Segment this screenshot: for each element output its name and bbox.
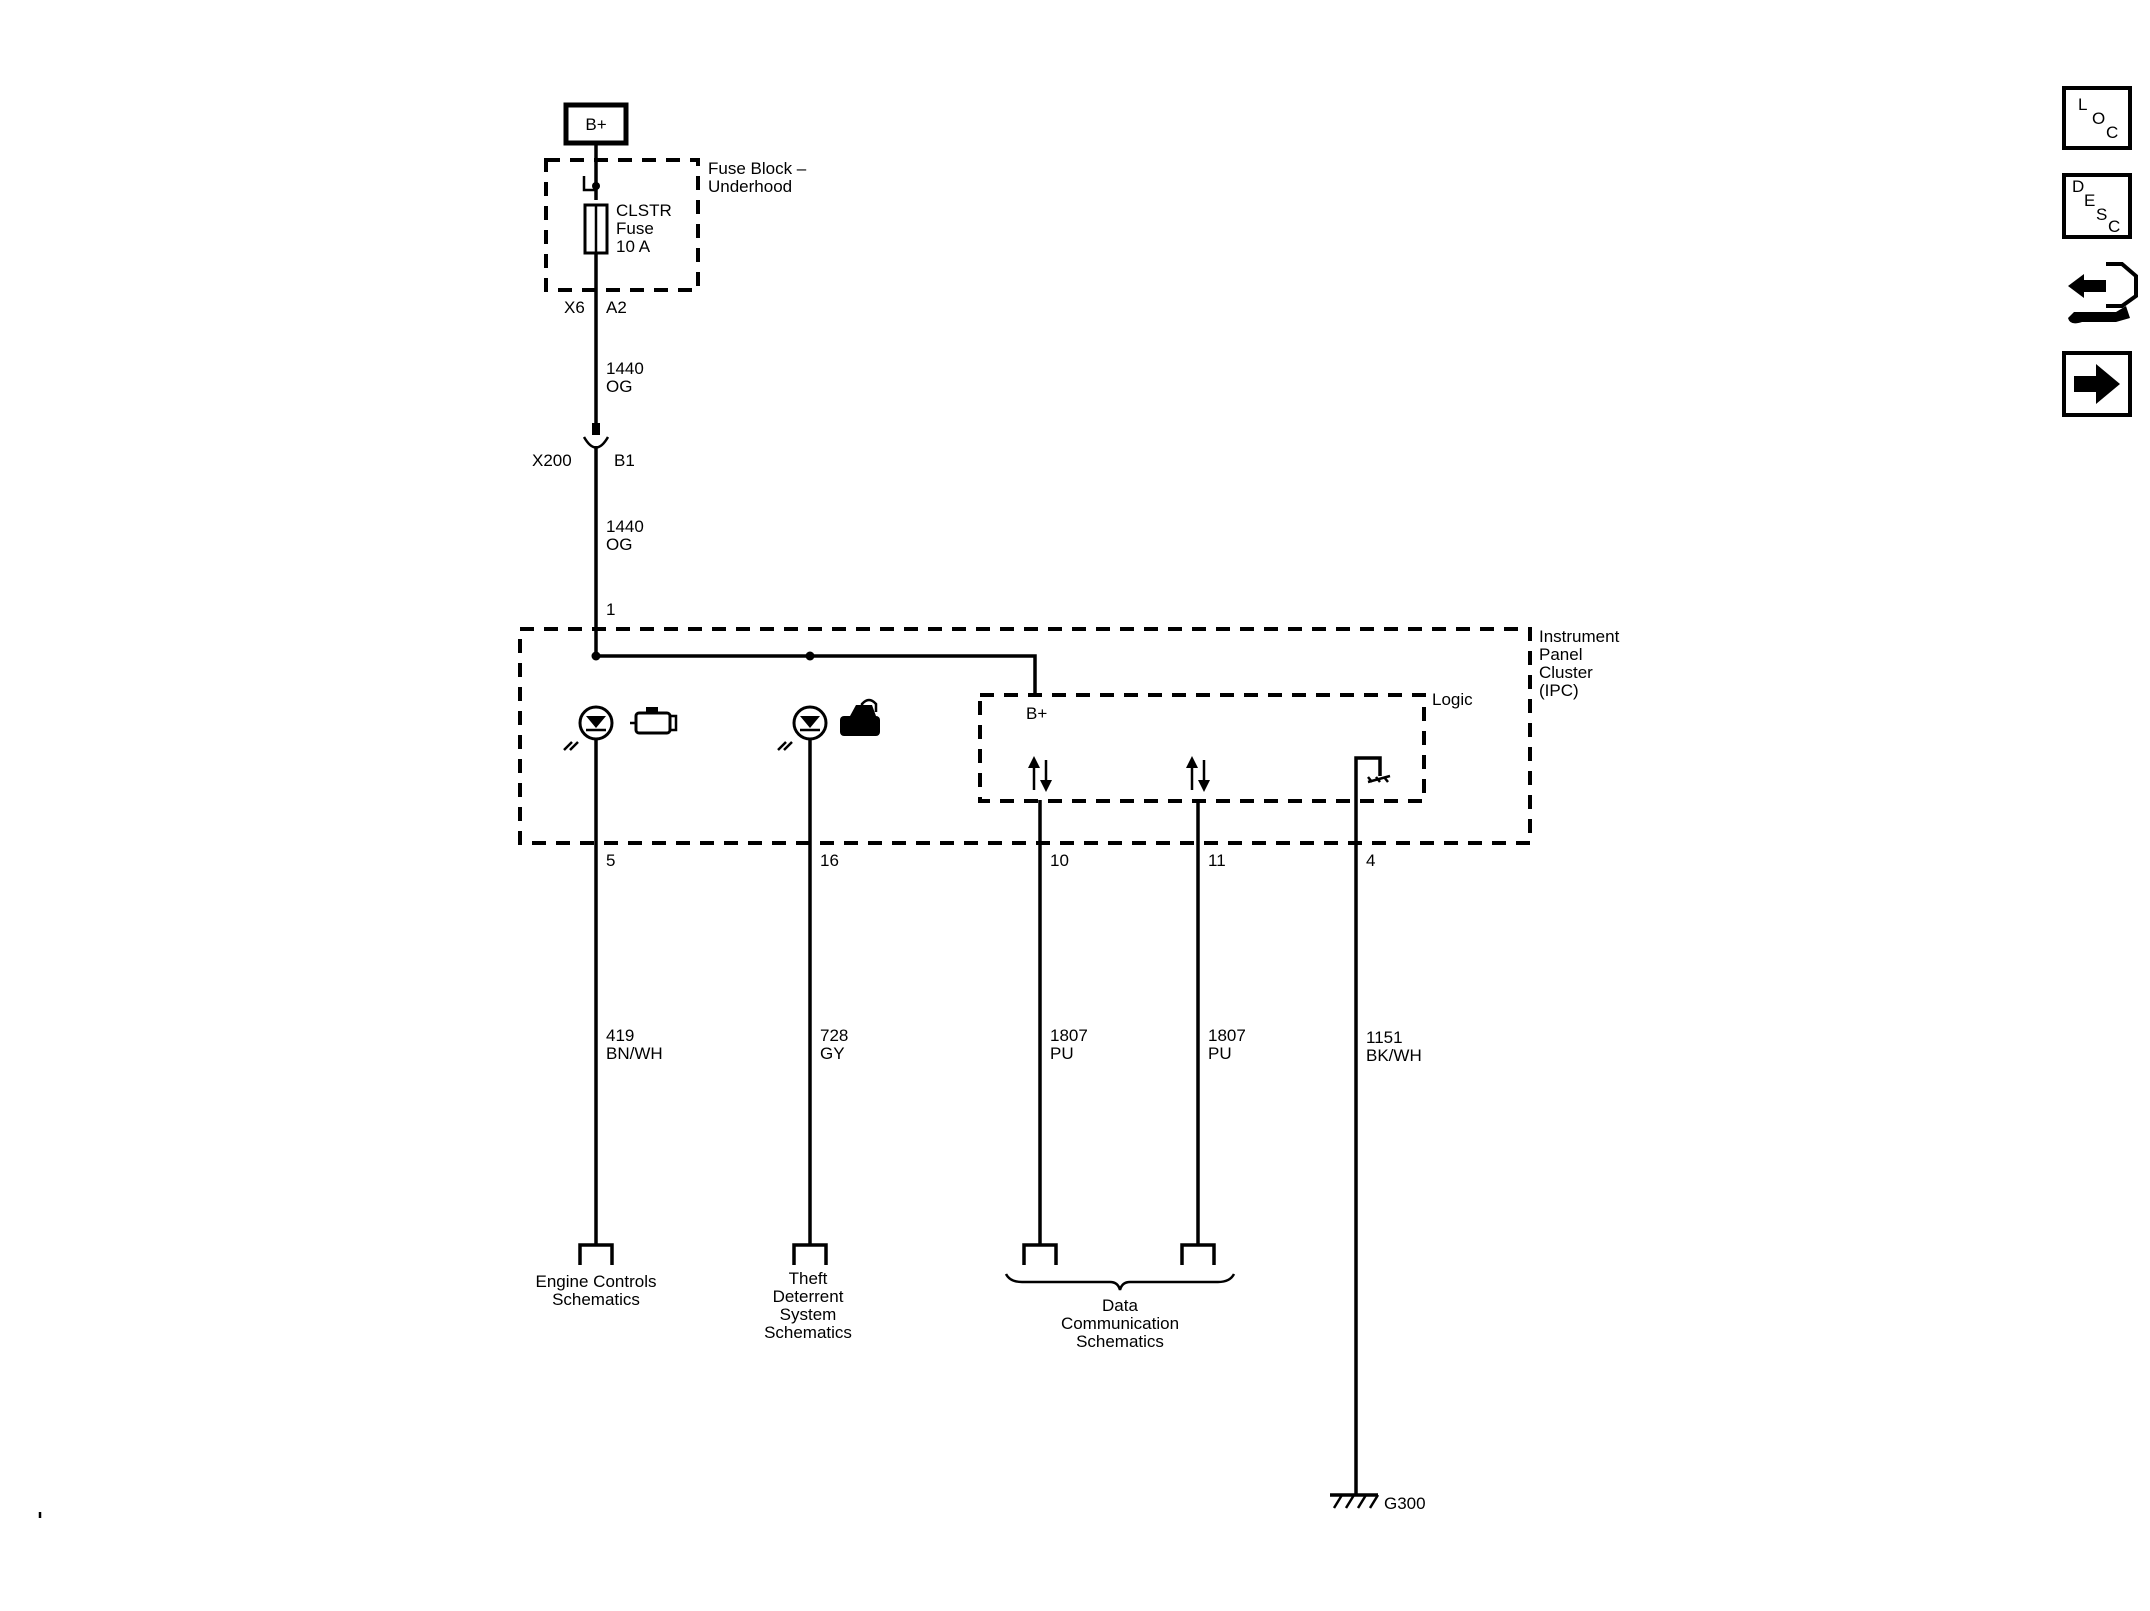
wire-1807a-circuit: 1807 xyxy=(1050,1026,1088,1045)
loc-icon: L O C xyxy=(2078,95,2118,142)
dest-data-3: Schematics xyxy=(1076,1332,1164,1351)
malfunction-indicator-lamp xyxy=(563,705,678,751)
wire-419-circuit: 419 xyxy=(606,1026,634,1045)
fuse-type: Fuse xyxy=(616,219,654,238)
power-source: B+ xyxy=(563,102,629,146)
dest-theft-3: System xyxy=(780,1305,837,1324)
pin-16: 16 xyxy=(820,851,839,870)
fuse-connector: X6 xyxy=(564,298,585,317)
dest-engine-2: Schematics xyxy=(552,1290,640,1309)
bidirectional-arrow-icon xyxy=(1186,756,1210,792)
power-label: B+ xyxy=(585,115,606,134)
dest-theft-4: Schematics xyxy=(764,1323,852,1342)
internal-ground-icon xyxy=(1354,756,1391,843)
logic-bplus: B+ xyxy=(1026,704,1047,723)
pin-5: 5 xyxy=(606,851,615,870)
inline-connector-pin: B1 xyxy=(614,451,635,470)
ipc-title-4: (IPC) xyxy=(1539,681,1579,700)
connector-tools-button[interactable] xyxy=(2068,262,2138,324)
wire-419-color: BN/WH xyxy=(606,1044,663,1063)
wire-1807b-circuit: 1807 xyxy=(1208,1026,1246,1045)
instrument-panel-cluster: Instrument Panel Cluster (IPC) Logic B+ xyxy=(518,627,1620,845)
vehicle-lock-icon xyxy=(840,698,880,736)
dest-data-2: Communication xyxy=(1061,1314,1179,1333)
output-wires xyxy=(594,739,1358,1495)
pin-4: 4 xyxy=(1366,851,1375,870)
wire-1151-color: BK/WH xyxy=(1366,1046,1422,1065)
fuse-block-title-2: Underhood xyxy=(708,177,792,196)
dest-theft-2: Deterrent xyxy=(773,1287,844,1306)
arrow-right-icon xyxy=(2074,364,2120,404)
dest-engine-1: Engine Controls xyxy=(536,1272,657,1291)
desc-icon: D E S C xyxy=(2072,177,2120,236)
bidirectional-arrow-icon xyxy=(1028,756,1052,792)
inline-connector-name: X200 xyxy=(532,451,572,470)
fuse-pin: A2 xyxy=(606,298,627,317)
wire-mid-color: OG xyxy=(606,535,632,554)
inline-connector-x200: X200 B1 xyxy=(532,423,635,470)
logic-module xyxy=(978,693,1426,803)
desc-letter-c: C xyxy=(2108,217,2120,236)
wire-1807a-color: PU xyxy=(1050,1044,1074,1063)
dest-data-1: Data xyxy=(1102,1296,1138,1315)
ipc-title-3: Cluster xyxy=(1539,663,1593,682)
fuse-symbol-hook xyxy=(582,176,596,192)
ground-g300: G300 xyxy=(1330,1493,1426,1513)
ipc-pin-in: 1 xyxy=(606,600,615,619)
ground-label: G300 xyxy=(1384,1494,1426,1513)
pin-11: 11 xyxy=(1208,851,1226,870)
dest-theft-1: Theft xyxy=(789,1269,828,1288)
fuse-block-title-1: Fuse Block – xyxy=(708,159,807,178)
wire-1151-circuit: 1151 xyxy=(1366,1028,1403,1047)
logic-label: Logic xyxy=(1432,690,1473,709)
loc-button[interactable]: L O C xyxy=(2062,86,2132,150)
desc-letter-s: S xyxy=(2096,205,2107,224)
ipc-title-2: Panel xyxy=(1539,645,1582,664)
wire-top-color: OG xyxy=(606,377,632,396)
engine-icon xyxy=(630,707,678,735)
loc-letter-o: O xyxy=(2092,109,2105,128)
next-button[interactable] xyxy=(2062,351,2132,417)
connector-tools-icon xyxy=(2068,262,2138,324)
fuse-rating: 10 A xyxy=(616,237,651,256)
desc-button[interactable]: D E S C xyxy=(2062,173,2132,239)
loc-letter-l: L xyxy=(2078,95,2087,114)
desc-letter-e: E xyxy=(2084,191,2095,210)
fuse-block: Fuse Block – Underhood CLSTR Fuse 10 A X… xyxy=(544,143,807,317)
desc-letter-d: D xyxy=(2072,177,2084,196)
data-comm-brace xyxy=(1004,1273,1236,1291)
fuse-name: CLSTR xyxy=(616,201,672,220)
wire-728-color: GY xyxy=(820,1044,845,1063)
terminal-symbols xyxy=(578,1243,1216,1265)
wire-top-circuit: 1440 xyxy=(606,359,644,378)
security-indicator-lamp xyxy=(777,698,880,751)
wire-1807b-color: PU xyxy=(1208,1044,1232,1063)
pin-10: 10 xyxy=(1050,851,1069,870)
wire-mid-circuit: 1440 xyxy=(606,517,644,536)
ipc-title-1: Instrument xyxy=(1539,627,1620,646)
wire-728-circuit: 728 xyxy=(820,1026,848,1045)
loc-letter-c: C xyxy=(2106,123,2118,142)
